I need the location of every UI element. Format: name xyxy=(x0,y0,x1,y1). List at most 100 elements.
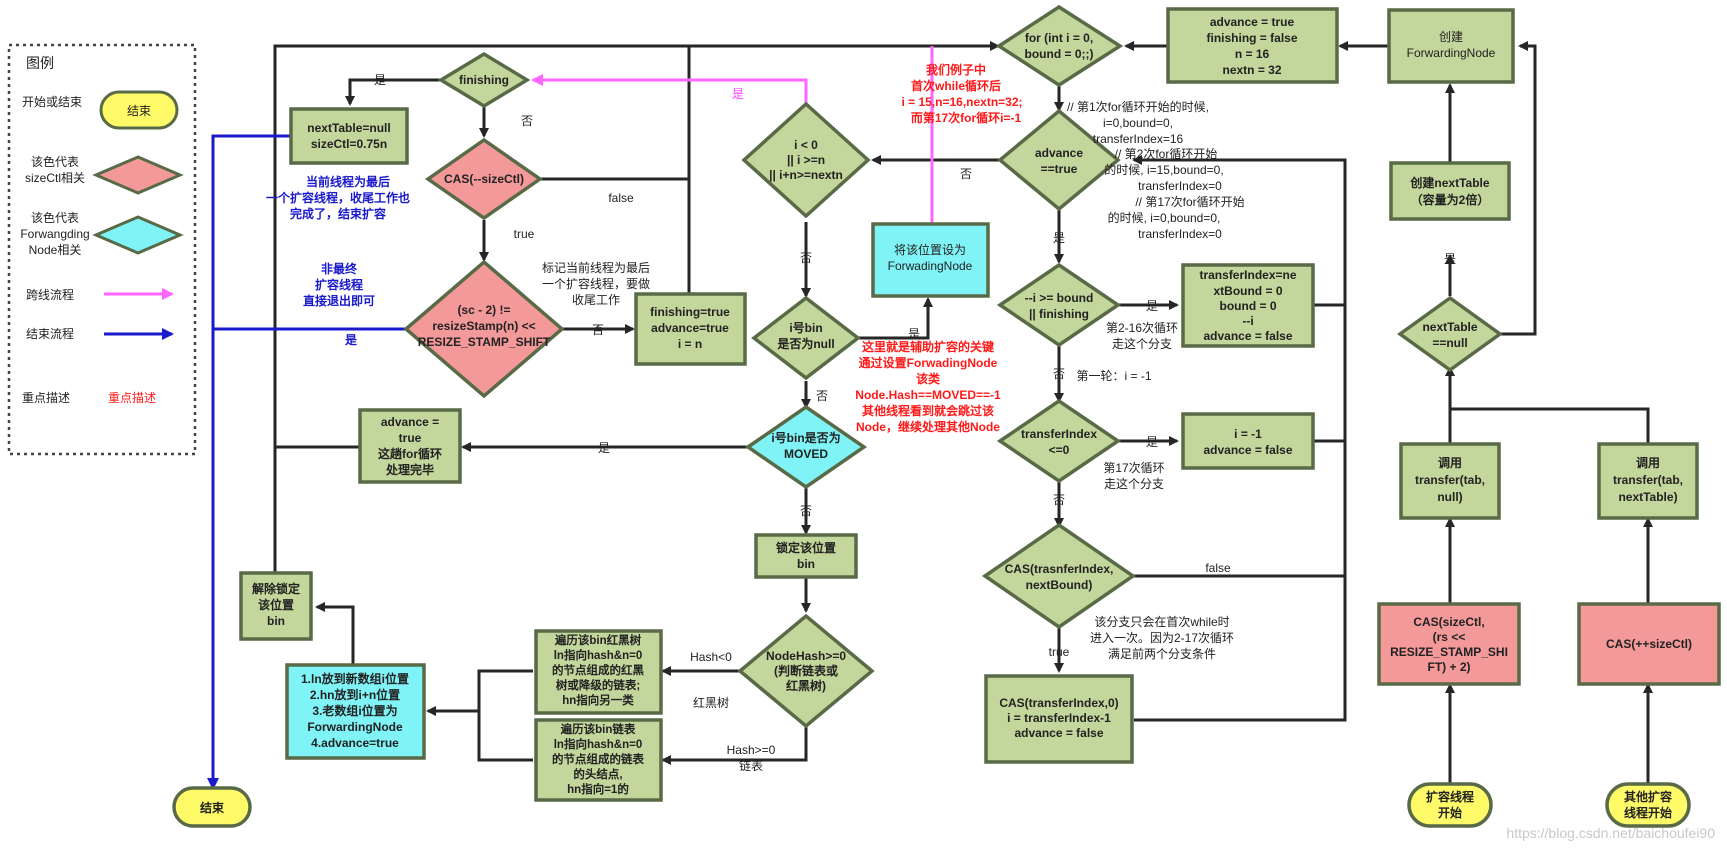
lbl-advance-no: 否 xyxy=(960,167,972,181)
node-cas-inc xyxy=(1577,602,1721,686)
node-start-expand xyxy=(1407,782,1493,828)
lbl-casti-false: false xyxy=(1205,561,1231,575)
tree-l4: 树或降级的链表; xyxy=(556,678,640,692)
irange-l3: || i+n>=nextn xyxy=(769,168,843,182)
tree-l5: hn指向另一类 xyxy=(562,693,634,707)
lbl-moved-yes: 是 xyxy=(598,441,610,455)
list-l3: 的节点组成的链表 xyxy=(552,752,644,766)
legend-title: 图例 xyxy=(26,55,54,71)
list-l5: hn指向=1的 xyxy=(567,782,629,796)
list-l2: ln指向hash&n=0 xyxy=(554,737,643,751)
lbl-redkey-6: Node，继续处理其他Node xyxy=(856,419,1000,434)
legend-sizectl-shape xyxy=(92,155,184,195)
moved-l1: i号bin是否为 xyxy=(771,430,840,445)
edge-list-to-place xyxy=(426,706,533,762)
advance-l1: advance xyxy=(1035,146,1083,160)
lbl-redex-4: 而第17次for循环i=-1 xyxy=(911,110,1022,125)
node-init-vars xyxy=(1166,7,1339,84)
legend-start-end-label: 开始或结束 xyxy=(22,95,82,109)
lbl-moved-no: 否 xyxy=(800,504,812,518)
lbl-round1: 第一轮：i = -1 xyxy=(1076,369,1151,383)
ti-l2: <=0 xyxy=(1049,443,1070,457)
node-set-fwd xyxy=(871,222,990,298)
legend-start-end-shape xyxy=(99,90,179,130)
node-set-i-neg xyxy=(1181,412,1315,470)
setfwd-l2: ForwadingNode xyxy=(888,259,973,273)
edge-nextnull-no xyxy=(1500,41,1537,336)
place-l5: 4.advance=true xyxy=(311,736,399,750)
lbl-ti-no: 否 xyxy=(1053,493,1065,507)
place-l4: ForwardingNode xyxy=(307,720,403,734)
lbl-fornote-3: transferIndex=16 xyxy=(1093,132,1184,146)
watermark: https://blog.csdn.net/baichoufei90 xyxy=(1506,825,1715,841)
call-next-l1: 调用 xyxy=(1636,456,1660,470)
legend-fwd-line2: Forwangding xyxy=(20,227,89,241)
node-list-walk xyxy=(534,718,663,802)
unlock-l1: 解除锁定 xyxy=(252,581,300,596)
init-l3: n = 16 xyxy=(1235,47,1270,61)
moved-l2: MOVED xyxy=(784,447,828,461)
lbl-advance-yes: 是 xyxy=(1053,231,1065,245)
binnull-l2: 是否为null xyxy=(776,336,834,351)
lbl-fornote-1: // 第1次for循环开始的时候, xyxy=(1067,99,1209,114)
create-next-l2: （容量为2倍） xyxy=(1411,192,1490,207)
legend-sizectl-line2: sizeCtl相关 xyxy=(25,171,85,185)
start-expand-l1: 扩容线程 xyxy=(1426,789,1474,804)
ibound-l1: --i >= bound xyxy=(1025,291,1094,305)
call-null-l1: 调用 xyxy=(1438,456,1462,470)
legend-key-desc-sample: 重点描述 xyxy=(108,391,156,405)
unlock-l3: bin xyxy=(267,614,285,628)
lbl-redex-1: 我们例子中 xyxy=(926,62,986,77)
irange-l2: || i >=n xyxy=(787,153,825,167)
node-create-next xyxy=(1389,161,1511,221)
casdec-label: CAS(--sizeCtl) xyxy=(444,172,524,186)
irange-l1: i < 0 xyxy=(794,138,818,152)
start-expand-l2: 开始 xyxy=(1438,805,1462,820)
lbl-firstwhile-3: 满足前两个分支条件 xyxy=(1108,646,1216,661)
node-bin-null xyxy=(751,295,861,381)
lbl-redkey-2: 通过设置ForwadingNode xyxy=(859,355,998,370)
edge-binnull-yes xyxy=(858,297,933,340)
lbl-finishing-yes: 是 xyxy=(374,73,386,87)
advtrue-l1: advance = xyxy=(381,415,439,429)
create-fwd-l1: 创建 xyxy=(1439,30,1463,44)
tree-l1: 遍历该bin红黑树 xyxy=(554,633,642,647)
node-cas-ti xyxy=(981,522,1137,630)
lbl-bluelast-2: 一个扩容线程，收尾工作也 xyxy=(266,190,410,205)
legend-end-flow-label: 结束流程 xyxy=(26,326,74,341)
lbl-nextnull-yes: 是 xyxy=(1444,252,1456,266)
lbl-marklast-1: 标记当前线程为最后 xyxy=(542,260,650,275)
node-end xyxy=(172,786,252,828)
tree-l2: ln指向hash&n=0 xyxy=(554,648,643,662)
next-null-l2: ==null xyxy=(1432,336,1467,350)
lbl-resize-no: 否 xyxy=(592,323,604,337)
node-next-null-set xyxy=(289,107,409,165)
legend-fwd-shape xyxy=(92,215,184,255)
node-bin-moved xyxy=(744,404,868,490)
cas-ti0-l2: i = transferIndex-1 xyxy=(1007,711,1111,725)
node-create-fwd xyxy=(1387,8,1515,84)
node-texts: 扩容线程 开始 其他扩容 线程开始 结束 CAS(sizeCtl, (rs <<… xyxy=(200,15,1692,820)
list-l1: 遍历该bin链表 xyxy=(560,722,636,736)
lbl-irange-yes: 是 xyxy=(732,87,744,101)
legend-frame xyxy=(7,43,197,456)
cas-ti-l1: CAS(trasnferIndex, xyxy=(1005,562,1114,576)
lbl-hash-list-1: Hash>=0 xyxy=(727,743,776,757)
for-l1: for (int i = 0, xyxy=(1025,31,1093,45)
create-fwd-l2: ForwardingNode xyxy=(1407,46,1496,60)
lbl-bluelast-1: 当前线程为最后 xyxy=(306,174,390,189)
edge-callnext-join xyxy=(1450,407,1650,444)
lbl-resize-yes: 是 xyxy=(344,333,358,347)
legend-cross-flow-label: 跨线流程 xyxy=(26,287,74,302)
node-resize-check xyxy=(403,259,565,399)
call-null-l2: transfer(tab, xyxy=(1415,473,1485,487)
end-flows xyxy=(207,134,406,790)
advtrue-l2: true xyxy=(399,431,422,445)
ibound-l2: || finishing xyxy=(1029,307,1089,321)
lbl-ibound-no: 否 xyxy=(1053,367,1065,381)
dec-i-l1: transferIndex=ne xyxy=(1199,268,1296,282)
init-l2: finishing = false xyxy=(1206,31,1297,45)
lbl-ti-yes: 是 xyxy=(1146,435,1158,449)
unlock-l2: 该位置 xyxy=(258,597,294,612)
